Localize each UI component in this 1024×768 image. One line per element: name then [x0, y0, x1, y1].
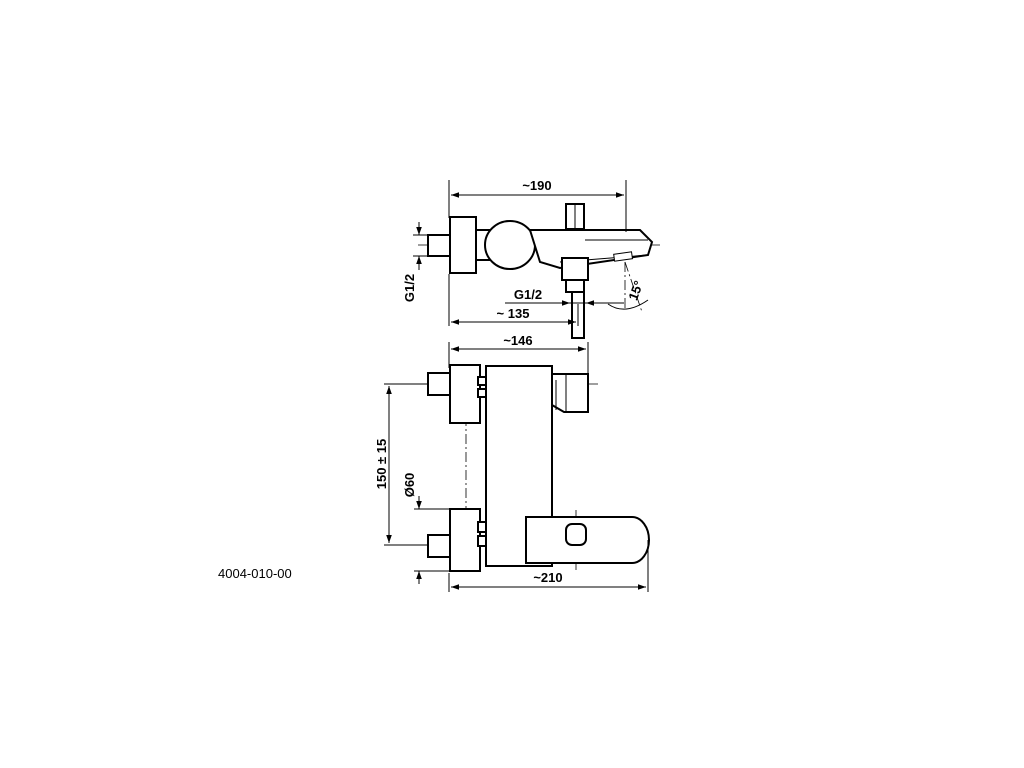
angle-line: [624, 261, 643, 313]
spout: [528, 229, 654, 270]
wall-rosette: [449, 216, 477, 274]
lower-arm-ring: [477, 521, 487, 533]
inlet-spacing-label: 150 ± 15: [374, 439, 389, 490]
dimension-label-135: ~ 135: [497, 306, 530, 321]
upper-arm-ring: [477, 388, 487, 398]
upper-rosette: [449, 364, 481, 424]
inlet-nut: [427, 234, 451, 257]
upper-inlet-nut: [427, 372, 451, 396]
dimension-label-190: ~190: [522, 178, 551, 193]
angle-arc: [607, 299, 649, 310]
lower-rosette: [449, 508, 481, 572]
aerator: [613, 251, 634, 262]
outlet-connector-nut: [565, 279, 585, 293]
product-code: 4004-010-00: [218, 566, 292, 581]
dimension-label-210: ~210: [533, 570, 562, 585]
front-view: ~146 150 ± 15 Ø: [374, 333, 650, 592]
inlet-thread-label: G1/2: [402, 274, 417, 302]
dimension-label-146: ~146: [503, 333, 532, 348]
outlet-thread-label: G1/2: [514, 287, 542, 302]
mixer-body: [484, 220, 536, 270]
spout-angle-label: 15°: [625, 279, 646, 303]
lower-arm-ring: [477, 535, 487, 547]
top-view: ~190 G1/2 G1/2 15° ~ 135: [402, 178, 660, 339]
lower-inlet-nut: [427, 534, 451, 558]
bath-spout: [525, 516, 650, 564]
outlet-connector: [561, 257, 589, 281]
lever-handle: [551, 373, 589, 413]
spout-diverter-knob: [565, 523, 587, 546]
upper-arm-ring: [477, 376, 487, 386]
rosette-diameter-label: Ø60: [402, 473, 417, 498]
